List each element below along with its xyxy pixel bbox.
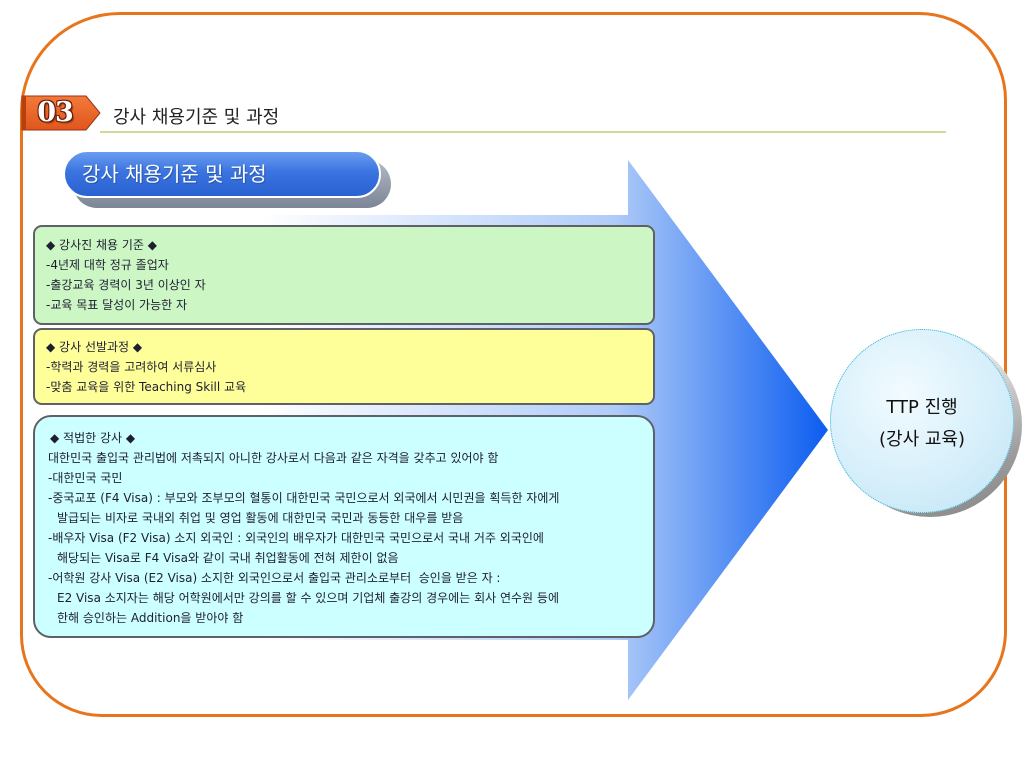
title-divider [100, 131, 946, 133]
slide-frame [20, 12, 1007, 717]
legal-line-continued: 발급되는 비자로 국내외 취업 및 영업 활동에 대한민국 국민과 동등한 대우… [57, 511, 464, 525]
circle-line-2: (강사 교육) [878, 429, 965, 450]
selection-item: -맞춤 교육을 위한 Teaching Skill 교육 [46, 380, 247, 394]
criteria-item: -4년제 대학 정규 졸업자 [46, 258, 169, 272]
legal-intro: 대한민국 출입국 관리법에 저촉되지 아니한 강사로서 다음과 같은 자격을 갖… [48, 451, 499, 465]
section-number: 03 [37, 97, 74, 128]
legal-line: -배우자 Visa (F2 Visa) 소지 외국인 : 외국인의 배우자가 대… [48, 531, 544, 545]
circle-line-1: TTP 진행 [886, 397, 958, 418]
badge-edge [22, 96, 26, 130]
circle-text: TTP 진행 (강사 교육) [831, 392, 1013, 456]
criteria-item: -출강교육 경력이 3년 이상인 자 [46, 278, 206, 292]
legal-line: -대한민국 국민 [48, 471, 123, 485]
criteria-heading: ◆ 강사진 채용 기준 ◆ [46, 238, 157, 252]
legal-line-continued: 해당되는 Visa로 F4 Visa와 같이 국내 취업활동에 전혀 제한이 없… [57, 551, 399, 565]
legal-line-continued: E2 Visa 소지자는 해당 어학원에서만 강의를 할 수 있으며 기업체 출… [57, 591, 559, 605]
ttp-circle: TTP 진행 (강사 교육) [830, 329, 1014, 513]
criteria-box: ◆ 강사진 채용 기준 ◆ -4년제 대학 정규 졸업자 -출강교육 경력이 3… [33, 225, 655, 325]
selection-heading: ◆ 강사 선발과정 ◆ [46, 340, 143, 354]
legal-box: ◆ 적법한 강사 ◆ 대한민국 출입국 관리법에 저촉되지 아니한 강사로서 다… [33, 415, 655, 638]
section-badge [21, 95, 101, 131]
legal-line: -중국교포 (F4 Visa) : 부모와 조부모의 혈통이 대한민국 국민으로… [48, 491, 560, 505]
selection-item: -학력과 경력을 고려하여 서류심사 [46, 360, 217, 374]
legal-line-continued: 한해 승인하는 Addition을 받아야 함 [57, 611, 244, 625]
legal-heading: ◆ 적법한 강사 ◆ [50, 431, 136, 445]
legal-line: -어학원 강사 Visa (E2 Visa) 소지한 외국인으로서 출입국 관리… [48, 571, 501, 585]
section-title: 강사 채용기준 및 과정 [113, 107, 280, 128]
selection-box: ◆ 강사 선발과정 ◆ -학력과 경력을 고려하여 서류심사 -맞춤 교육을 위… [33, 328, 655, 405]
criteria-item: -교육 목표 달성이 가능한 자 [46, 298, 188, 312]
pill-heading: 강사 채용기준 및 과정 [63, 150, 381, 198]
